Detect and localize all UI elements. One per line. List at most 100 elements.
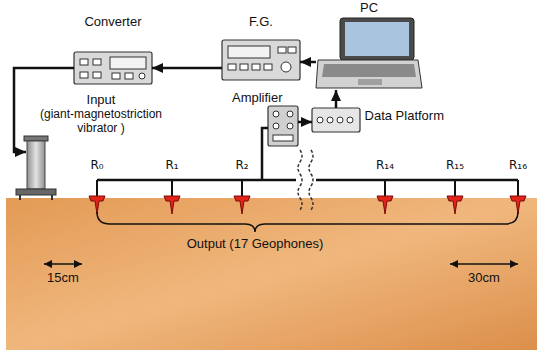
geophone-symbol <box>234 180 250 214</box>
converter-device <box>93 72 101 78</box>
geophone-symbol <box>89 196 105 214</box>
geophone-symbol <box>377 180 393 214</box>
geophone-cable <box>262 128 268 180</box>
cable-break <box>298 150 302 210</box>
geophone-label: R₁ <box>165 158 178 173</box>
device-label: Amplifier <box>232 90 298 105</box>
laptop-icon <box>340 18 414 60</box>
device-label-box: F.G. <box>222 14 300 80</box>
geophone-symbol <box>384 180 386 196</box>
function-generator-device <box>222 40 300 80</box>
geophone-symbol <box>89 180 105 214</box>
geophone-symbol <box>517 180 519 196</box>
converter-device <box>110 57 146 69</box>
data-platform-device <box>317 117 323 123</box>
vibrator-symbol <box>16 189 56 195</box>
device-label-box: Data Platform <box>312 108 444 134</box>
signal-wire <box>335 90 338 108</box>
geophone-symbol <box>234 196 250 214</box>
geophone-label: R₁₄ <box>376 158 394 173</box>
dimension-label: 30cm <box>468 270 500 285</box>
geophone-cable <box>316 179 518 182</box>
device-label-box: Amplifier <box>232 90 298 146</box>
function-generator-device <box>222 40 300 80</box>
ground <box>6 198 537 350</box>
geophone-symbol <box>241 180 243 196</box>
geophone-symbol <box>96 180 98 196</box>
vibrator-symbol <box>51 195 53 200</box>
geophone-symbol <box>454 180 456 196</box>
data-platform-device <box>312 108 360 132</box>
geophone-symbol <box>377 196 393 214</box>
vibrator-symbol <box>27 141 45 189</box>
geophone-cable <box>97 179 296 182</box>
geophone-symbol <box>510 196 526 214</box>
data-platform-device <box>327 117 333 123</box>
function-generator-device <box>278 47 286 53</box>
geophone-label: R₂ <box>235 158 248 173</box>
function-generator-device <box>228 64 236 70</box>
vibrator-symbol <box>16 136 56 200</box>
data-platform-device <box>312 108 360 132</box>
dimension-arrow <box>450 263 518 265</box>
device-label: Converter <box>74 14 152 29</box>
amplifier-device <box>268 106 298 146</box>
vibrator-box: Input(giant-magnetostriction vibrator ) <box>26 92 176 194</box>
signal-wire <box>300 61 316 64</box>
amplifier-device <box>287 111 293 117</box>
signal-wire <box>152 67 222 70</box>
cable-break <box>298 150 313 210</box>
converter-device <box>74 52 152 84</box>
cable-break <box>309 150 313 210</box>
function-generator-device <box>288 47 296 53</box>
device-label: Input <box>26 92 176 107</box>
function-generator-device <box>281 62 291 72</box>
dimension-arrow <box>44 263 82 265</box>
geophone-symbol <box>447 180 463 214</box>
geophone-symbol <box>89 180 526 214</box>
geophone-cable <box>97 128 518 180</box>
amplifier-device <box>273 123 279 129</box>
converter-device <box>93 59 101 65</box>
geophone-label: R₁₆ <box>509 158 527 173</box>
dimension-label: 15cm <box>47 270 79 285</box>
geophone-symbol <box>164 180 180 214</box>
geophone-symbol <box>447 196 463 214</box>
converter-device <box>80 59 88 65</box>
geophone-symbol <box>164 196 180 214</box>
device-label: Data Platform <box>312 108 444 123</box>
geophone-label: R₀ <box>90 158 103 173</box>
vibrator-symbol <box>24 136 48 141</box>
function-generator-device <box>228 46 270 58</box>
converter-device <box>80 72 88 78</box>
laptop-icon <box>316 18 422 88</box>
function-generator-device <box>240 64 248 70</box>
converter-device <box>74 52 152 84</box>
amplifier-device <box>273 111 279 117</box>
group-label: Output (17 Geophones) <box>187 236 324 251</box>
dimension-arrow <box>44 263 518 265</box>
laptop-icon <box>358 79 382 85</box>
vibrator-symbol <box>19 195 21 200</box>
geophone-symbol <box>171 180 173 196</box>
device-description: (giant-magnetostriction vibrator ) <box>26 107 176 135</box>
geophone-symbol <box>510 180 526 214</box>
function-generator-device <box>264 64 272 70</box>
device-label: PC <box>316 0 422 15</box>
signal-wire <box>298 121 312 124</box>
data-platform-device <box>337 117 343 123</box>
amplifier-device <box>268 106 298 146</box>
converter-device <box>139 73 145 79</box>
data-platform-device <box>347 117 353 123</box>
converter-device <box>112 73 120 79</box>
geophone-label: R₁₅ <box>446 158 464 173</box>
device-label: F.G. <box>222 14 300 29</box>
amplifier-device <box>287 123 293 129</box>
laptop-icon <box>316 60 422 88</box>
device-label-box: Converter <box>74 14 152 84</box>
output-brace <box>97 212 518 232</box>
laptop-icon <box>345 22 409 56</box>
